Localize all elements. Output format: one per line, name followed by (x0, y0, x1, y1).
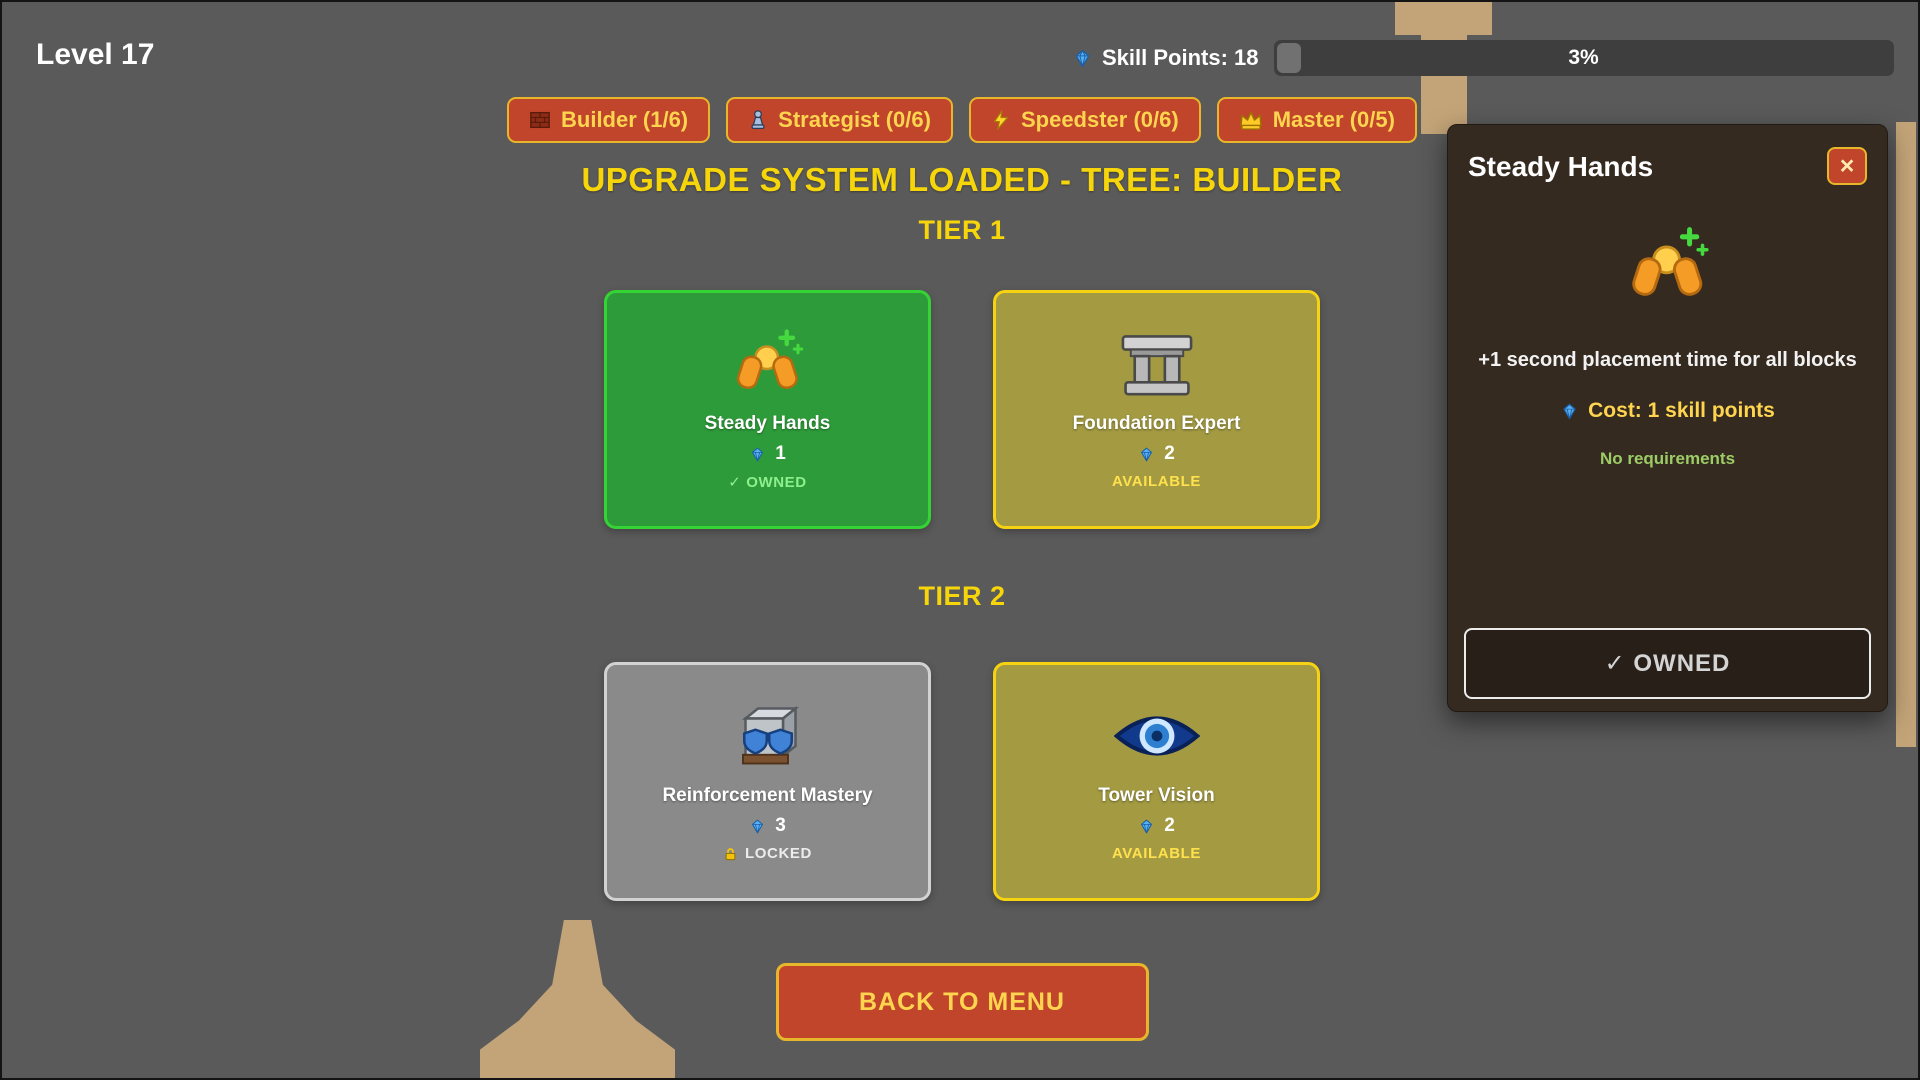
gem-icon (1138, 818, 1155, 835)
skill-points-label: Skill Points: 18 (1102, 45, 1259, 70)
tab-label: Master (0/5) (1272, 107, 1395, 132)
lightning-icon (991, 109, 1011, 131)
card-status: AVAILABLE (1111, 473, 1201, 490)
card-status-label: LOCKED (745, 845, 812, 862)
card-cost-value: 2 (1164, 443, 1175, 464)
owned-button[interactable]: ✓ OWNED (1464, 628, 1871, 699)
tab-strategist[interactable]: Strategist (0/6) (726, 97, 953, 143)
card-cost-value: 2 (1164, 815, 1175, 836)
reinforced-block-icon (728, 695, 808, 777)
panel-cost-label: Cost: 1 skill points (1588, 399, 1775, 422)
card-status: ✓ OWNED (728, 474, 807, 491)
steady-hands-icon (728, 323, 808, 405)
tab-label: Builder (1/6) (561, 107, 689, 132)
back-to-menu-button[interactable]: BACK TO MENU (775, 963, 1149, 1041)
gem-icon (749, 446, 766, 463)
steady-hands-icon (1448, 221, 1887, 313)
card-cost-value: 1 (775, 443, 786, 464)
tab-builder[interactable]: Builder (1/6) (507, 97, 711, 143)
skill-progress-fill (1276, 43, 1301, 73)
page-title: UPGRADE SYSTEM LOADED - TREE: BUILDER (581, 161, 1343, 198)
skill-points-bar: Skill Points: 18 3% (1072, 40, 1894, 76)
skill-progress-label: 3% (1568, 46, 1599, 69)
gem-icon (1138, 446, 1155, 463)
upgrade-card-reinforcement-mastery[interactable]: Reinforcement Mastery 3 LOCKED (604, 662, 931, 901)
tier-1-cards: Steady Hands 1 ✓ OWNED (604, 290, 1320, 529)
card-status: LOCKED (723, 845, 812, 862)
lock-icon (723, 846, 738, 862)
card-name: Tower Vision (1098, 785, 1215, 806)
panel-description: +1 second placement time for all blocks (1478, 349, 1857, 371)
card-cost: 2 (1138, 443, 1175, 465)
level-label: Level 17 (36, 38, 155, 71)
gem-icon (1560, 402, 1579, 421)
card-name: Steady Hands (704, 413, 831, 434)
background-shape (1896, 122, 1916, 747)
tree-tabs: Builder (1/6) Strategist (0/6) Speedster… (507, 97, 1417, 143)
card-cost: 3 (749, 815, 786, 837)
card-name: Foundation Expert (1072, 413, 1241, 434)
panel-cost: Cost: 1 skill points (1448, 399, 1887, 423)
upgrade-card-steady-hands[interactable]: Steady Hands 1 ✓ OWNED (604, 290, 931, 529)
bricks-icon (529, 109, 551, 131)
tab-label: Speedster (0/6) (1020, 107, 1179, 132)
panel-requirements: No requirements (1599, 449, 1736, 468)
card-cost: 2 (1138, 815, 1175, 837)
gem-icon (749, 818, 766, 835)
eye-icon (1113, 695, 1200, 777)
tier-2-label: TIER 2 (918, 581, 1006, 611)
upgrade-detail-panel: Steady Hands × +1 second placement time … (1447, 124, 1888, 712)
skill-progress-bar: 3% (1273, 40, 1894, 76)
card-status: AVAILABLE (1111, 845, 1201, 862)
tab-speedster[interactable]: Speedster (0/6) (968, 97, 1201, 143)
panel-title: Steady Hands (1468, 151, 1654, 182)
close-icon[interactable]: × (1827, 147, 1867, 185)
card-cost-value: 3 (775, 815, 786, 836)
upgrade-card-tower-vision[interactable]: Tower Vision 2 AVAILABLE (993, 662, 1320, 901)
foundation-icon (1115, 323, 1199, 405)
gem-icon (1072, 48, 1093, 69)
upgrade-card-foundation-expert[interactable]: Foundation Expert 2 AVAILABLE (993, 290, 1320, 529)
tier-1-label: TIER 1 (918, 215, 1006, 245)
card-name: Reinforcement Mastery (662, 785, 873, 806)
crown-icon (1239, 110, 1263, 131)
pawn-icon (748, 109, 768, 131)
tier-2-cards: Reinforcement Mastery 3 LOCKED (604, 662, 1320, 901)
tab-master[interactable]: Master (0/5) (1216, 97, 1417, 143)
tab-label: Strategist (0/6) (778, 107, 931, 132)
card-cost: 1 (749, 443, 786, 465)
